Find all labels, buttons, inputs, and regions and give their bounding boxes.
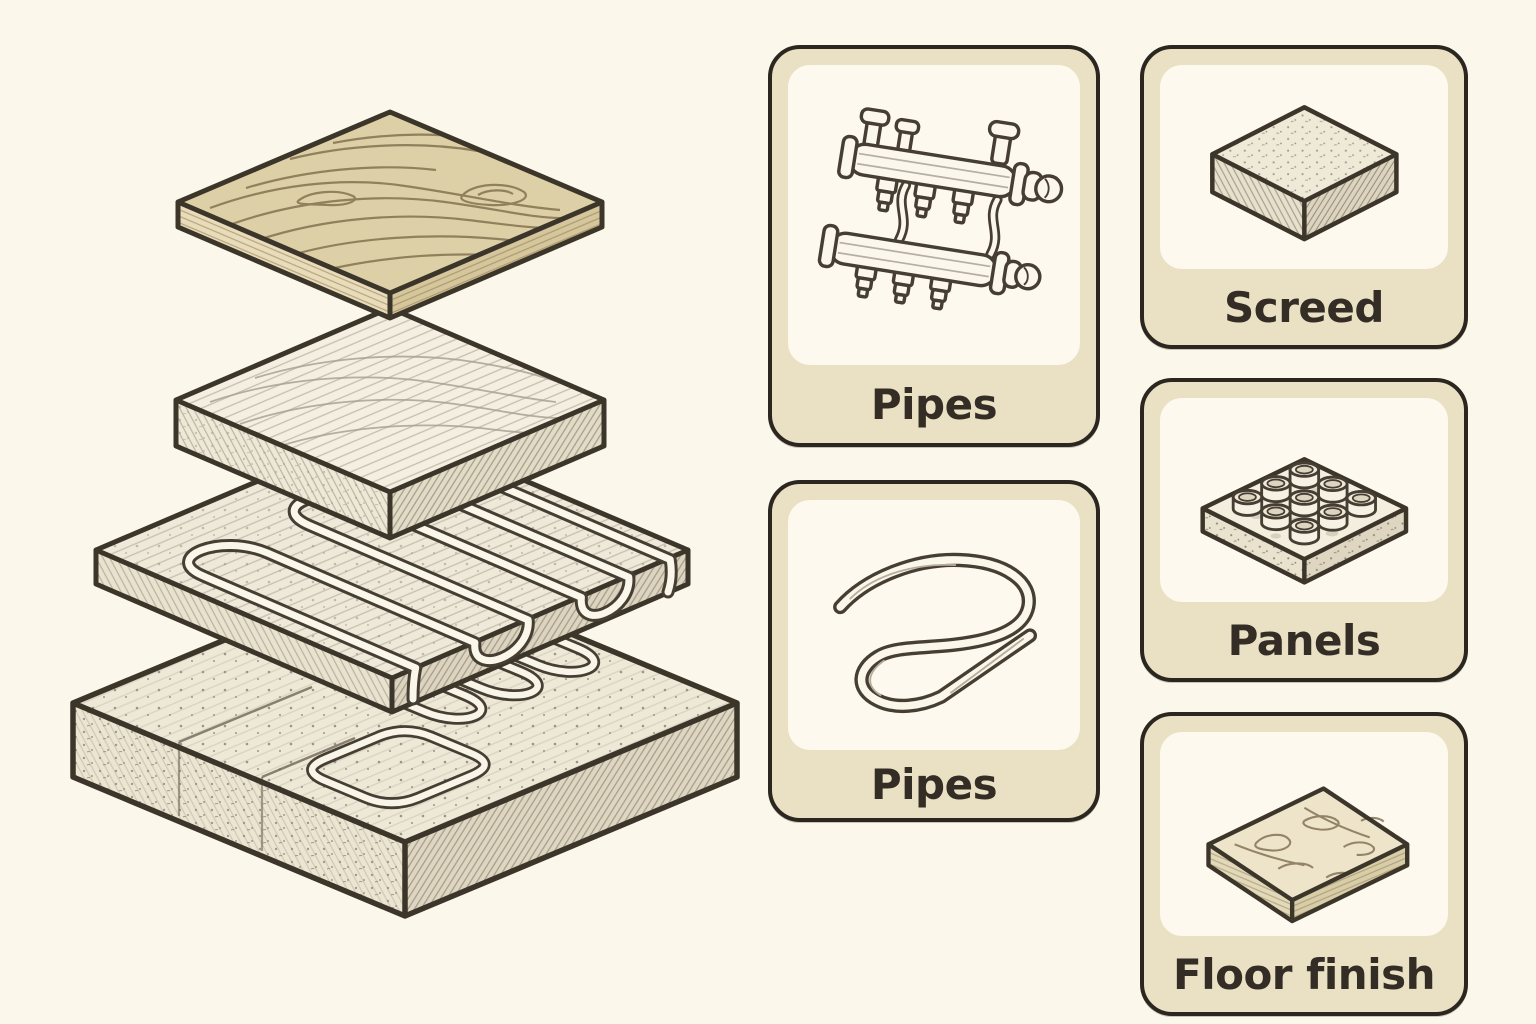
card-floor-finish: Floor finish (1140, 712, 1468, 1016)
exploded-floor-diagram (70, 109, 740, 919)
card-illustration-panel (1160, 732, 1448, 936)
manifold-icon (817, 107, 1064, 311)
screed-layer (173, 305, 607, 541)
card-label: Panels (1227, 615, 1381, 665)
card-illustration-panel (788, 500, 1080, 750)
exploded-floor-layers-illustration (70, 109, 740, 919)
card-label: Pipes (870, 759, 998, 809)
pipe-coil-icon (832, 552, 1037, 713)
card-illustration-panel (788, 65, 1080, 365)
card-label: Floor finish (1173, 949, 1436, 999)
card-label: Screed (1224, 282, 1384, 332)
studded-panel-icon (1200, 457, 1408, 585)
floor-plank-icon (1205, 786, 1410, 924)
base-pipe-loops (306, 606, 600, 810)
floor-finish-layer (175, 109, 605, 321)
card-illustration-panel (1160, 398, 1448, 602)
card-illustration-panel (1160, 65, 1448, 269)
card-screed: Screed (1140, 45, 1468, 349)
panel-studs (1231, 461, 1377, 546)
card-panels: Panels (1140, 378, 1468, 682)
card-pipes-coil: Pipes (768, 480, 1100, 822)
screed-slab-icon (1209, 105, 1399, 242)
card-label: Pipes (870, 379, 998, 429)
pipe-panel-layer (93, 421, 691, 715)
card-pipes-manifold: Pipes (768, 45, 1100, 447)
